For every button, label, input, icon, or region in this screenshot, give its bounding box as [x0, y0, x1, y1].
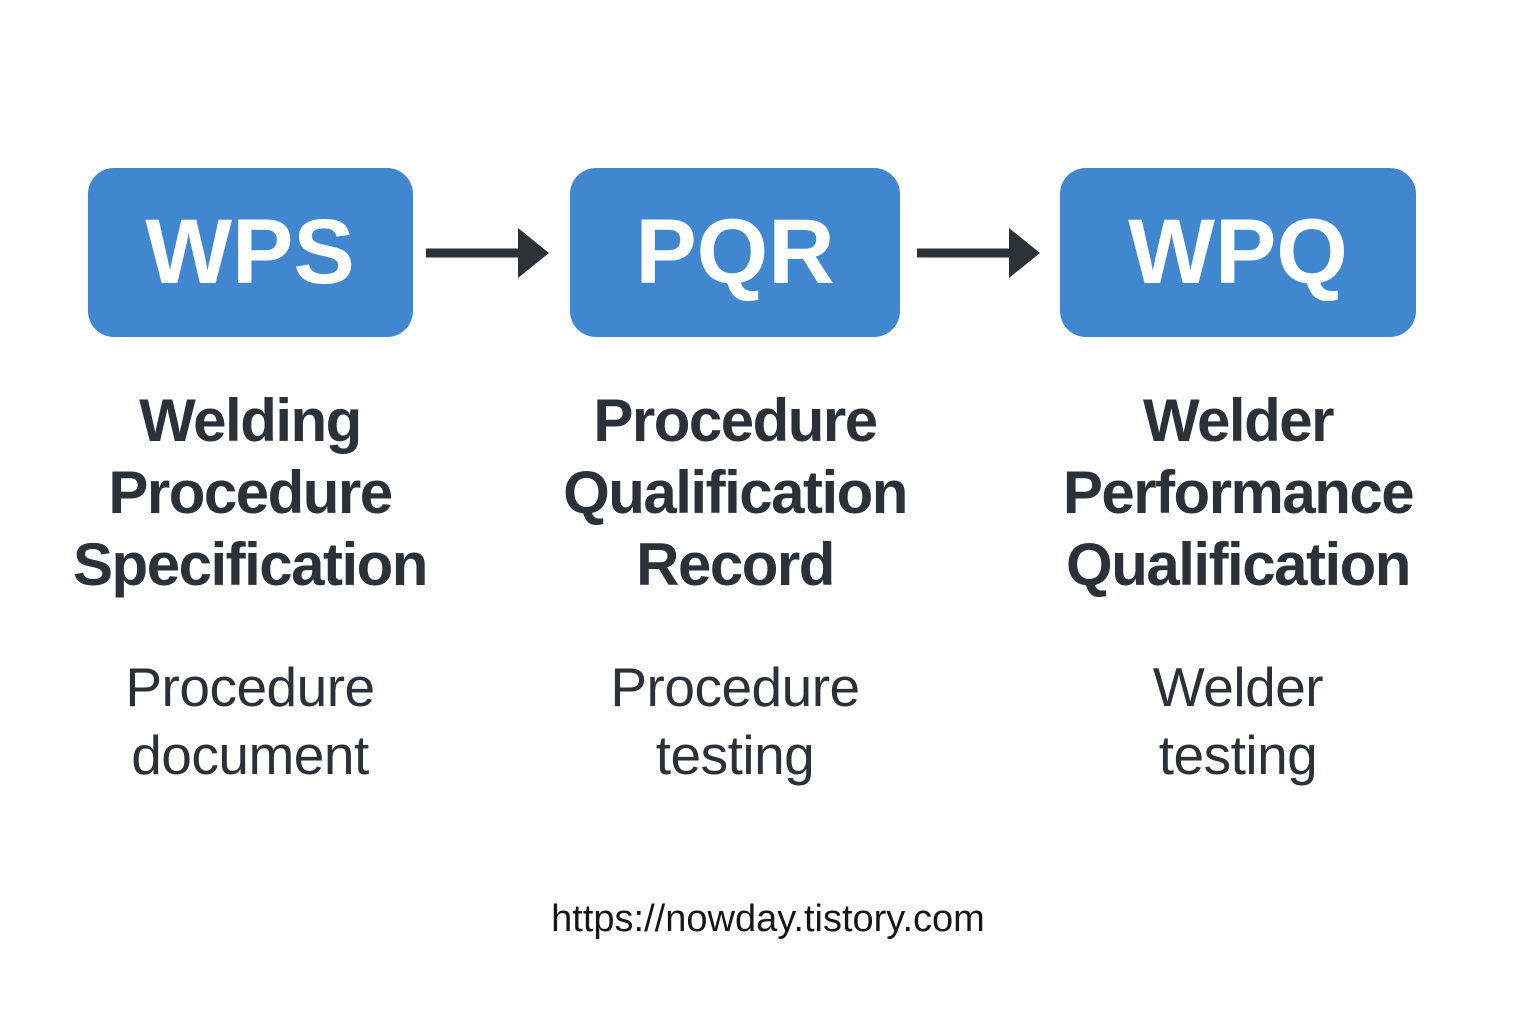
wpq-box-label: WPQ: [1128, 201, 1348, 303]
source-url: https://nowday.tistory.com: [551, 898, 985, 940]
arrow-right-icon: [917, 228, 1040, 278]
pqr-title: Procedure Qualification Record: [563, 387, 908, 598]
column-pqr: PQR Procedure Qualification Record Proce…: [540, 168, 930, 789]
wpq-box: WPQ: [1060, 168, 1416, 337]
column-wps: WPS Welding Procedure Specification Proc…: [55, 168, 445, 789]
wps-subtitle: Procedure document: [125, 656, 375, 786]
column-wpq: WPQ Welder Performance Qualification Wel…: [1043, 168, 1433, 789]
wps-box: WPS: [87, 168, 413, 337]
pqr-box: PQR: [570, 168, 900, 337]
wps-title: Welding Procedure Specification: [73, 387, 428, 598]
pqr-subtitle: Procedure testing: [610, 656, 860, 786]
arrow-right-icon: [426, 228, 549, 278]
wps-box-label: WPS: [145, 201, 355, 303]
pqr-box-label: PQR: [635, 201, 835, 303]
wpq-subtitle: Welder testing: [1152, 656, 1324, 786]
wpq-title: Welder Performance Qualification: [1062, 387, 1415, 598]
